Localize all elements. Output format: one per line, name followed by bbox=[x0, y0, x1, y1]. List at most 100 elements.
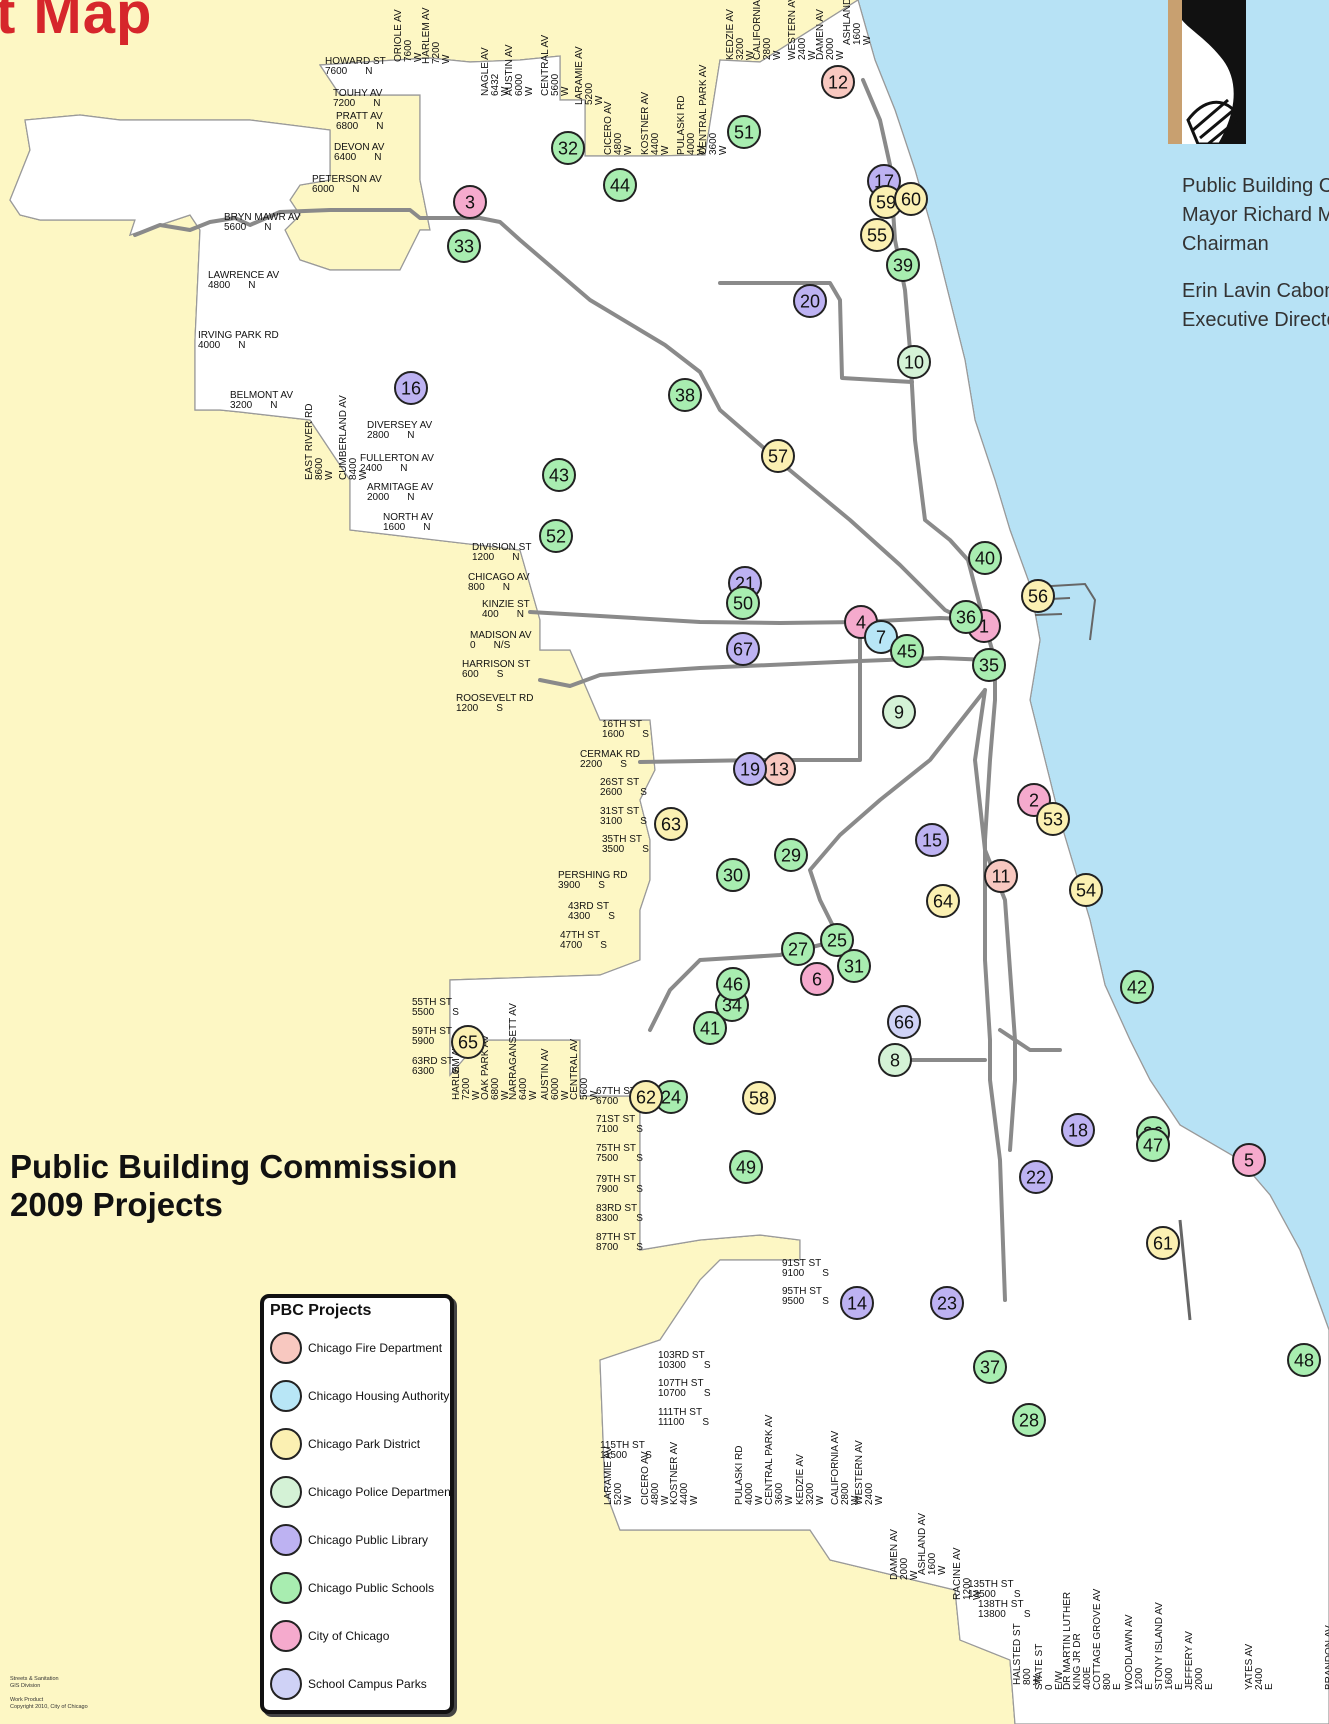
avenue-label: ASHLAND AV1600W bbox=[917, 1513, 948, 1575]
marker-circle bbox=[972, 648, 1006, 682]
avenue-label: PULASKI RD4000W bbox=[676, 96, 707, 155]
marker-circle bbox=[1120, 970, 1154, 1004]
marker-number: 4 bbox=[856, 613, 866, 633]
project-marker-66: 66 bbox=[887, 1005, 921, 1039]
marker-number: 48 bbox=[1294, 1351, 1314, 1371]
avenue-label: KEDZIE AV3200W bbox=[795, 1454, 826, 1505]
project-marker-48: 48 bbox=[1287, 1343, 1321, 1377]
marker-circle bbox=[668, 378, 702, 412]
marker-number: 46 bbox=[723, 975, 743, 995]
project-marker-45: 45 bbox=[890, 634, 924, 668]
legend-item-police: Chicago Police Department bbox=[270, 1472, 454, 1512]
avenue-label: DAMEN AV2000W bbox=[815, 9, 846, 60]
legend-label: Chicago Fire Department bbox=[308, 1341, 443, 1355]
marker-circle bbox=[1069, 873, 1103, 907]
marker-circle bbox=[539, 519, 573, 553]
marker-circle bbox=[915, 823, 949, 857]
marker-number: 23 bbox=[937, 1294, 957, 1314]
project-marker-9: 9 bbox=[882, 695, 916, 729]
project-marker-7: 7 bbox=[864, 620, 898, 654]
avenue-label: JEFFERY AV2000E bbox=[1184, 1631, 1215, 1690]
pbc-title-line1: Public Building Commission bbox=[10, 1148, 458, 1185]
legend-swatch bbox=[270, 1380, 302, 1412]
legend-label: School Campus Parks bbox=[308, 1677, 427, 1691]
marker-circle bbox=[864, 620, 898, 654]
project-marker-35: 35 bbox=[972, 648, 1006, 682]
marker-number: 25 bbox=[827, 931, 847, 951]
marker-number: 44 bbox=[610, 176, 630, 196]
project-marker-3: 3 bbox=[453, 185, 487, 219]
project-marker-42: 42 bbox=[1120, 970, 1154, 1004]
marker-number: 24 bbox=[661, 1088, 681, 1108]
marker-circle bbox=[781, 932, 815, 966]
marker-circle bbox=[840, 1286, 874, 1320]
marker-number: 67 bbox=[733, 640, 753, 660]
project-marker-50: 50 bbox=[726, 586, 760, 620]
avenue-label: CALIFORNIA AV2800W bbox=[752, 0, 783, 60]
pbc-logo-icon bbox=[1168, 0, 1246, 144]
project-marker-36: 36 bbox=[949, 600, 983, 634]
marker-number: 56 bbox=[1028, 587, 1048, 607]
project-marker-39: 39 bbox=[886, 248, 920, 282]
marker-circle bbox=[451, 1025, 485, 1059]
project-marker-46: 46 bbox=[716, 967, 750, 1001]
marker-number: 3 bbox=[465, 193, 475, 213]
marker-number: 53 bbox=[1043, 810, 1063, 830]
info-chairman: Chairman bbox=[1182, 233, 1269, 255]
marker-number: 30 bbox=[723, 866, 743, 886]
marker-number: 63 bbox=[661, 815, 681, 835]
credits-line: Work Product bbox=[10, 1697, 44, 1703]
marker-circle bbox=[878, 1043, 912, 1077]
project-marker-18: 18 bbox=[1061, 1113, 1095, 1147]
marker-circle bbox=[1287, 1343, 1321, 1377]
avenue-label: ASHLAND AV1600W bbox=[842, 0, 873, 45]
marker-number: 61 bbox=[1153, 1234, 1173, 1254]
marker-number: 18 bbox=[1068, 1121, 1088, 1141]
project-marker-14: 14 bbox=[840, 1286, 874, 1320]
project-marker-32: 32 bbox=[551, 131, 585, 165]
project-marker-51: 51 bbox=[727, 115, 761, 149]
project-marker-13: 13 bbox=[762, 752, 796, 786]
marker-number: 36 bbox=[956, 608, 976, 628]
marker-circle bbox=[1012, 1403, 1046, 1437]
marker-circle bbox=[733, 752, 767, 786]
project-marker-55: 55 bbox=[860, 218, 894, 252]
avenue-label: HALSTED ST800W bbox=[1012, 1623, 1043, 1685]
project-marker-22: 22 bbox=[1019, 1160, 1053, 1194]
legend-swatch bbox=[270, 1572, 302, 1604]
project-marker-40: 40 bbox=[968, 541, 1002, 575]
info-director-name: Erin Lavin Cabona bbox=[1182, 280, 1329, 302]
marker-circle bbox=[761, 439, 795, 473]
project-marker-49: 49 bbox=[729, 1150, 763, 1184]
marker-number: 52 bbox=[546, 527, 566, 547]
marker-circle bbox=[897, 345, 931, 379]
city-boundary bbox=[9, 0, 1329, 1724]
project-marker-37: 37 bbox=[973, 1350, 1007, 1384]
marker-circle bbox=[1021, 579, 1055, 613]
avenue-label: WESTERN AV2400W bbox=[787, 0, 818, 60]
project-marker-23: 23 bbox=[930, 1286, 964, 1320]
project-marker-12: 12 bbox=[821, 65, 855, 99]
credits-line bbox=[10, 1690, 88, 1697]
credits-line: Copyright 2010, City of Chicago bbox=[10, 1704, 88, 1710]
project-marker-24: 24 bbox=[654, 1080, 688, 1114]
project-marker-19: 19 bbox=[733, 752, 767, 786]
marker-circle bbox=[394, 371, 428, 405]
marker-number: 51 bbox=[734, 123, 754, 143]
avenue-label: LARAMIE AV5200W bbox=[603, 1446, 634, 1505]
